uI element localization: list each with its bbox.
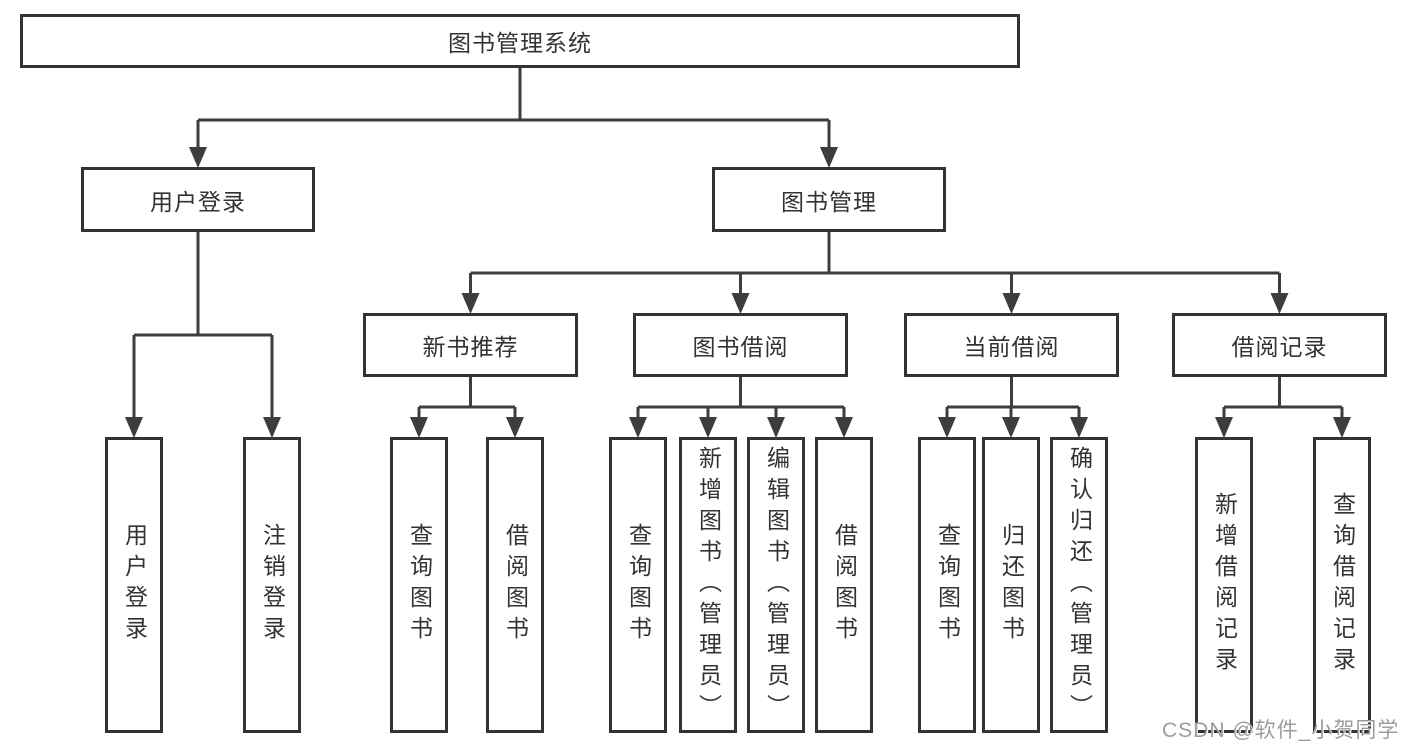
node-book-management: 图书管理 bbox=[712, 167, 946, 232]
arrowhead-icons bbox=[125, 147, 1351, 438]
leaf-edit-books-admin: 编辑图书（管理员） bbox=[747, 437, 805, 733]
leaf-borrow-books-recommend: 借阅图书 bbox=[486, 437, 544, 733]
leaf-label: 查询图书 bbox=[934, 523, 961, 647]
node-label: 图书管理系统 bbox=[448, 30, 592, 56]
leaf-query-books-recommend: 查询图书 bbox=[390, 437, 448, 733]
node-label: 当前借阅 bbox=[963, 334, 1060, 360]
leaf-label: 新增借阅记录 bbox=[1211, 492, 1238, 678]
leaf-label: 确认归还（管理员） bbox=[1066, 445, 1093, 725]
leaf-label: 编辑图书（管理员） bbox=[763, 445, 790, 725]
leaf-borrow-books: 借阅图书 bbox=[815, 437, 873, 733]
leaf-label: 查询图书 bbox=[406, 523, 433, 647]
leaf-label: 新增图书（管理员） bbox=[695, 445, 722, 725]
leaf-label: 用户登录 bbox=[121, 523, 148, 647]
node-current-borrow: 当前借阅 bbox=[904, 313, 1119, 377]
leaf-user-login: 用户登录 bbox=[105, 437, 163, 733]
leaf-confirm-return-admin: 确认归还（管理员） bbox=[1050, 437, 1108, 733]
leaf-logout-login: 注销登录 bbox=[243, 437, 301, 733]
leaf-add-books-admin: 新增图书（管理员） bbox=[679, 437, 737, 733]
leaf-add-borrow-record: 新增借阅记录 bbox=[1195, 437, 1253, 733]
node-label: 借阅记录 bbox=[1231, 334, 1328, 360]
leaf-label: 归还图书 bbox=[998, 523, 1025, 647]
leaf-label: 借阅图书 bbox=[502, 523, 529, 647]
leaf-label: 注销登录 bbox=[259, 523, 286, 647]
leaf-label: 借阅图书 bbox=[831, 523, 858, 647]
leaf-query-books-current: 查询图书 bbox=[918, 437, 976, 733]
node-user-login: 用户登录 bbox=[81, 167, 315, 232]
node-library-management-system: 图书管理系统 bbox=[20, 14, 1020, 68]
leaf-query-borrow-record: 查询借阅记录 bbox=[1313, 437, 1371, 733]
node-label: 用户登录 bbox=[150, 188, 246, 215]
node-label: 图书借阅 bbox=[692, 334, 789, 360]
leaf-query-books-borrow: 查询图书 bbox=[609, 437, 667, 733]
node-book-borrow: 图书借阅 bbox=[633, 313, 848, 377]
leaf-label: 查询借阅记录 bbox=[1329, 492, 1356, 678]
node-new-book-recommend: 新书推荐 bbox=[363, 313, 578, 377]
csdn-watermark: CSDN @软件_小贺同学 bbox=[1162, 719, 1400, 742]
node-borrow-records: 借阅记录 bbox=[1172, 313, 1387, 377]
leaf-return-books: 归还图书 bbox=[982, 437, 1040, 733]
leaf-label: 查询图书 bbox=[625, 523, 652, 647]
node-label: 图书管理 bbox=[781, 188, 877, 215]
node-label: 新书推荐 bbox=[422, 334, 519, 360]
